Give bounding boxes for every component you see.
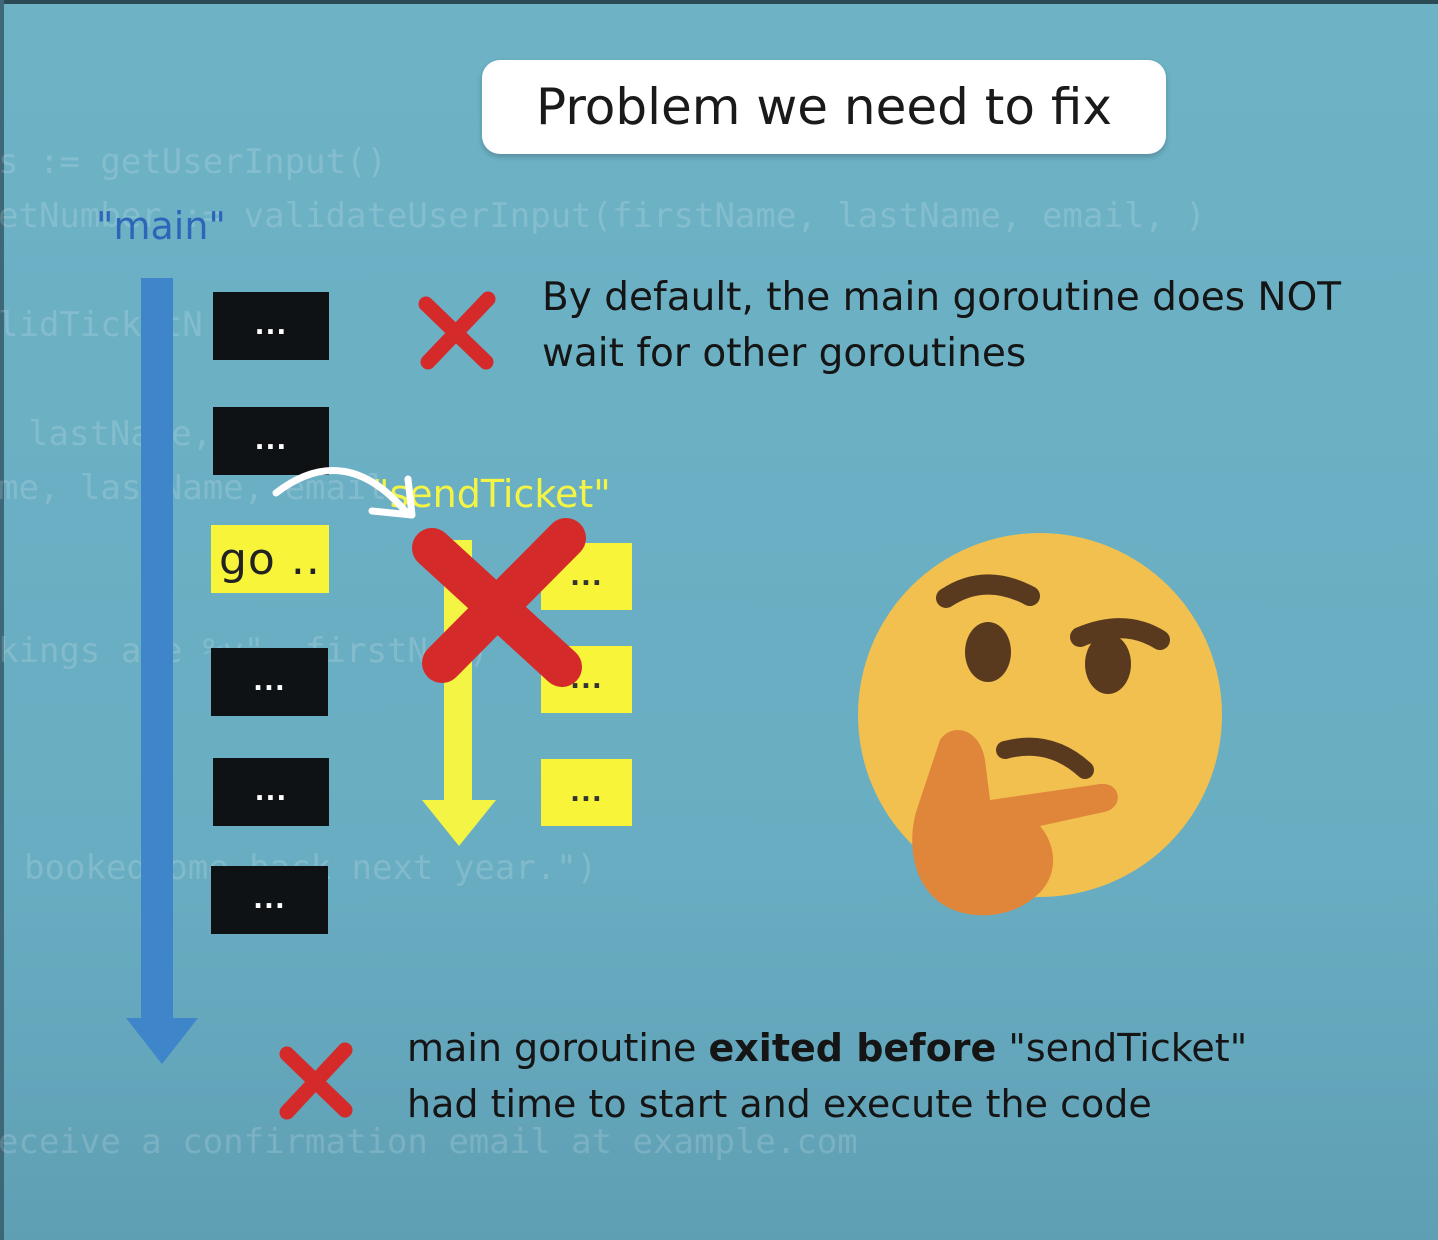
note-text: main goroutine bbox=[407, 1026, 709, 1070]
main-timeline-arrow bbox=[126, 278, 198, 1064]
note-emphasis: exited before bbox=[708, 1026, 997, 1070]
send-ticket-code-block: ... bbox=[541, 759, 632, 826]
note-line: had time to start and execute the code bbox=[407, 1082, 1152, 1126]
go-statement-block: go .. bbox=[211, 525, 329, 593]
main-code-block: ... bbox=[211, 648, 328, 716]
main-code-block: ... bbox=[211, 866, 328, 934]
main-code-block: ... bbox=[213, 758, 329, 826]
note-line: main goroutine exited before "sendTicket… bbox=[407, 1020, 1247, 1076]
background-code-line: eceive a confirmation email at example.c… bbox=[0, 1122, 858, 1162]
main-code-block: ... bbox=[213, 407, 329, 475]
note-line: By default, the main goroutine does NOT bbox=[542, 275, 1342, 320]
note-text: "sendTicket" bbox=[996, 1026, 1248, 1070]
note-main-exited-before: main goroutine exited before "sendTicket… bbox=[407, 1020, 1247, 1132]
note-line: wait for other goroutines bbox=[542, 331, 1027, 376]
background-code-line: lidTicketN { bbox=[0, 305, 244, 345]
main-code-block: ... bbox=[213, 292, 329, 360]
background-code-line: etNumber := validateUserInput(firstName,… bbox=[0, 196, 1206, 236]
background-code-line: s := getUserInput() bbox=[0, 142, 387, 182]
frame-edge bbox=[0, 0, 1438, 4]
main-goroutine-label: "main" bbox=[96, 204, 226, 248]
note-main-does-not-wait: By default, the main goroutine does NOT … bbox=[542, 270, 1341, 382]
page-title: Problem we need to fix bbox=[482, 60, 1166, 154]
frame-edge bbox=[0, 0, 4, 1240]
